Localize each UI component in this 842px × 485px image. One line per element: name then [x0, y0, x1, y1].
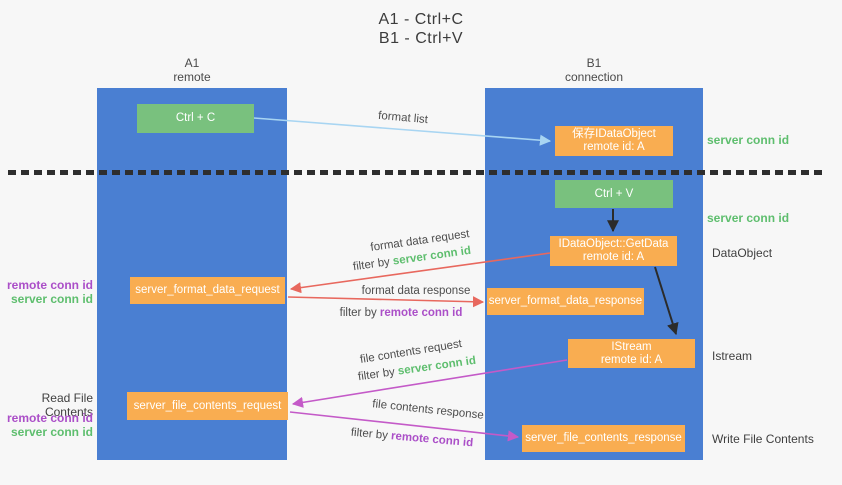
save-idataobject-title: 保存IDataObject [572, 128, 656, 140]
idataobject-getdata-remote-id: remote id: A [582, 251, 645, 263]
write-file-contents-annotation: Write File Contents [712, 432, 814, 446]
server-file-contents-request-label: server_file_contents_request [133, 399, 282, 412]
server-format-data-request-box: server_format_data_request [130, 277, 285, 304]
server-format-data-response-box: server_format_data_response [487, 288, 644, 315]
title-line-b1: B1 - Ctrl+V [378, 30, 464, 47]
save-idataobject-remote-id: remote id: A [583, 141, 645, 153]
format-data-response-arrow [287, 296, 485, 308]
istream-remote-id: remote id: A [600, 353, 663, 366]
phase-separator-dashed-line [8, 170, 823, 175]
left-conn-id-annotations-top: remote conn id server conn id [0, 278, 93, 306]
ctrl-c-label: Ctrl + C [175, 112, 216, 124]
server-conn-id-annotation-top: server conn id [707, 133, 790, 147]
ctrl-v-label: Ctrl + V [594, 187, 634, 200]
left-column-role: remote [173, 70, 211, 84]
left-column-name: A1 [184, 56, 200, 70]
istream-annotation: Istream [712, 349, 753, 363]
server-conn-id-annotation-mid: server conn id [707, 211, 790, 225]
remote-conn-id-text: remote conn id [390, 430, 474, 450]
filter-by-remote-conn-id-label-1: filter by remote conn id [340, 307, 463, 319]
left-column-header: A1 remote [142, 56, 242, 84]
idataobject-getdata-box: IDataObject::GetData remote id: A [550, 236, 677, 266]
filter-by-text: filter by [352, 255, 394, 274]
server-format-data-response-label: server_format_data_response [488, 295, 643, 307]
read-file-contents-annotation: Read File Contents [41, 391, 93, 419]
filter-by-remote-conn-id-label-2: filter by remote conn id [350, 427, 473, 450]
filter-by-text: filter by [357, 365, 399, 384]
remote-conn-id-annotation: remote conn id [6, 278, 93, 292]
ctrl-c-box: Ctrl + C [137, 104, 254, 133]
file-contents-response-label: file contents response [371, 398, 485, 422]
istream-title: IStream [611, 340, 652, 353]
idataobject-getdata-title: IDataObject::GetData [558, 238, 669, 250]
server-conn-id-annotation: server conn id [10, 425, 93, 439]
right-column-header: B1 connection [544, 56, 644, 84]
title-line-a1: A1 - Ctrl+C [378, 11, 464, 28]
server-file-contents-response-box: server_file_contents_response [522, 425, 685, 452]
ctrl-v-box: Ctrl + V [555, 180, 673, 208]
server-file-contents-response-label: server_file_contents_response [525, 432, 682, 444]
diagram-title: A1 - Ctrl+C B1 - Ctrl+V [0, 10, 842, 48]
istream-box: IStream remote id: A [568, 339, 695, 368]
right-column-name: B1 [586, 56, 602, 70]
filter-by-text: filter by [350, 426, 392, 443]
server-conn-id-annotation: server conn id [10, 292, 93, 306]
server-format-data-request-label: server_format_data_request [135, 284, 280, 296]
filter-by-text: filter by [339, 307, 380, 319]
remote-conn-id-text: remote conn id [379, 307, 463, 319]
left-conn-id-annotations-bottom: remote conn id server conn id [0, 411, 93, 439]
remote-conn-id-annotation: remote conn id [6, 411, 93, 425]
format-list-label: format list [377, 109, 429, 127]
save-idataobject-box: 保存IDataObject remote id: A [555, 126, 673, 156]
server-file-contents-request-box: server_file_contents_request [127, 392, 288, 420]
dataobject-annotation: DataObject [712, 246, 773, 260]
format-data-response-label: format data response [361, 285, 471, 297]
right-column-role: connection [564, 70, 624, 84]
